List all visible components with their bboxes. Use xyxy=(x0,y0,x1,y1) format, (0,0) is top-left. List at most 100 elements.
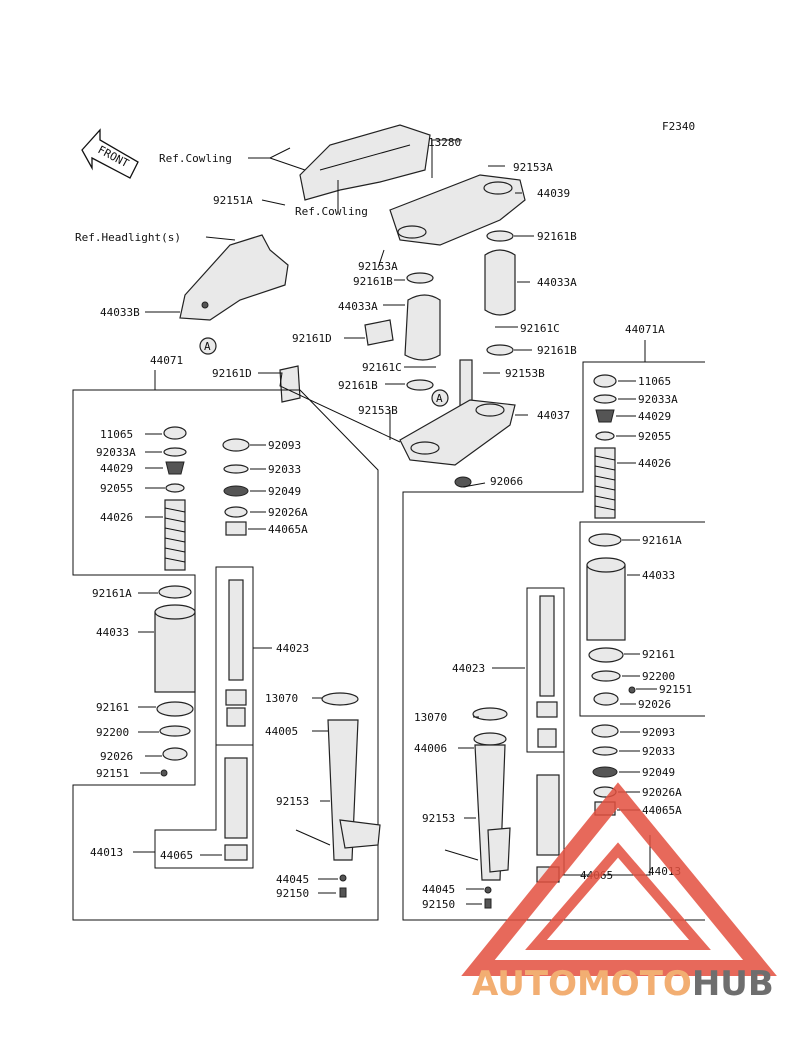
right-ring-92055 xyxy=(595,431,615,441)
right-leaders xyxy=(458,380,657,905)
callout-left-92161A: 92161A xyxy=(92,587,132,600)
left-inner-tube-44023 xyxy=(225,579,247,727)
fork-cover-44033A-left xyxy=(404,294,441,361)
callout-left-44033: 44033 xyxy=(96,626,129,639)
marker-a-label-2: A xyxy=(436,392,443,405)
callout-13280: 13280 xyxy=(428,136,461,149)
left-clamp-92026 xyxy=(162,747,188,761)
left-fork-boundary xyxy=(72,370,379,921)
callout-left-92026A: 92026A xyxy=(268,506,308,519)
left-screw-92151 xyxy=(160,769,168,777)
callout-92161B-1: 92161B xyxy=(537,230,577,243)
callout-44033A-right: 44033A xyxy=(537,276,577,289)
left-ring-92026A xyxy=(224,506,248,518)
pad-92161D-1 xyxy=(364,319,394,346)
callout-right-92200: 92200 xyxy=(642,670,675,683)
callout-left-92049: 92049 xyxy=(268,485,301,498)
callout-left-44029: 44029 xyxy=(100,462,133,475)
callout-92161B-2: 92161B xyxy=(353,275,393,288)
callout-ref-cowling-1: Ref.Cowling xyxy=(159,152,232,165)
watermark-text-part2: HUB xyxy=(692,964,774,1004)
left-bushing-44065 xyxy=(224,844,248,861)
callout-92066: 92066 xyxy=(490,475,523,488)
callout-92161D-2: 92161D xyxy=(212,367,252,380)
callout-right-44045: 44045 xyxy=(422,883,455,896)
left-lower-fork-44005 xyxy=(321,692,381,861)
callout-right-44026: 44026 xyxy=(638,457,671,470)
right-bolt-92153 xyxy=(444,849,479,861)
headlight-bracket-44033B xyxy=(179,234,289,321)
left-spring-44026 xyxy=(164,499,186,571)
callout-92153B-1: 92153B xyxy=(505,367,545,380)
left-seal-92093 xyxy=(222,438,250,452)
right-ring-92161A xyxy=(588,533,622,547)
callout-right-44006: 44006 xyxy=(414,742,447,755)
svg-text:AUTOMOTOHUB: AUTOMOTOHUB xyxy=(472,964,774,1004)
callout-92161B-4: 92161B xyxy=(338,379,378,392)
fork-cover-44033A-right xyxy=(484,249,516,316)
callout-92153B-2: 92153B xyxy=(358,404,398,417)
right-clamp-92026 xyxy=(593,692,619,706)
left-bolt-92150 xyxy=(339,887,347,898)
right-spring-44026 xyxy=(594,447,616,519)
left-washer-92049 xyxy=(223,485,249,497)
left-ring-92200 xyxy=(159,725,191,737)
right-washer-44045 xyxy=(484,886,492,894)
front-arrow-icon: FRONT xyxy=(81,128,139,179)
callout-right-92161A: 92161A xyxy=(642,534,682,547)
callout-right-13070: 13070 xyxy=(414,711,447,724)
callout-right-92093: 92093 xyxy=(642,726,675,739)
callout-right-92026: 92026 xyxy=(638,698,671,711)
callout-44033B: 44033B xyxy=(100,306,140,319)
watermark-logo: AUTOMOTOHUB xyxy=(461,782,777,1004)
right-ring-92200 xyxy=(591,670,621,682)
callout-left-92151: 92151 xyxy=(96,767,129,780)
callout-left-44005: 44005 xyxy=(265,725,298,738)
callout-right-92161: 92161 xyxy=(642,648,675,661)
figure-code: F2340 xyxy=(662,120,695,133)
right-ring-92161 xyxy=(588,647,624,663)
callout-left-44045: 44045 xyxy=(276,873,309,886)
right-screw-92151 xyxy=(628,686,636,694)
callout-92151A: 92151A xyxy=(213,194,253,207)
top-leaders xyxy=(145,139,534,488)
left-cap-stack xyxy=(163,426,187,493)
right-washer-92049 xyxy=(592,766,618,778)
ring-92161B-1 xyxy=(486,230,514,242)
left-ring-92161A xyxy=(158,585,192,599)
callout-left-44023: 44023 xyxy=(276,642,309,655)
pad-92161D-2 xyxy=(279,365,301,403)
callout-92161D-1: 92161D xyxy=(292,332,332,345)
callout-left-92153: 92153 xyxy=(276,795,309,808)
right-lower-fork-44006 xyxy=(472,707,511,881)
callout-44071: 44071 xyxy=(150,354,183,367)
callout-44037: 44037 xyxy=(537,409,570,422)
callout-left-44065: 44065 xyxy=(160,849,193,862)
callout-ref-cowling-2: Ref.Cowling xyxy=(295,205,368,218)
callout-92161C-1: 92161C xyxy=(520,322,560,335)
marker-a-label-1: A xyxy=(204,340,211,353)
callout-left-92161: 92161 xyxy=(96,701,129,714)
callout-right-92033A: 92033A xyxy=(638,393,678,406)
right-inner-tube-44023 xyxy=(536,595,558,748)
callout-92161B-3: 92161B xyxy=(537,344,577,357)
callout-right-92153: 92153 xyxy=(422,812,455,825)
left-leaders xyxy=(133,433,338,894)
callout-right-92055: 92055 xyxy=(638,430,671,443)
callout-left-92033A: 92033A xyxy=(96,446,136,459)
watermark-text-part1: AUTOMOTO xyxy=(472,964,692,1004)
callout-left-92200: 92200 xyxy=(96,726,129,739)
right-tube-44033 xyxy=(586,557,626,641)
ring-92161B-3 xyxy=(486,344,514,356)
ring-92161B-2 xyxy=(406,272,434,284)
callout-right-44023: 44023 xyxy=(452,662,485,675)
right-outer-tube-44013 xyxy=(536,774,560,856)
callout-left-92093: 92093 xyxy=(268,439,301,452)
callout-right-92033: 92033 xyxy=(642,745,675,758)
callout-right-44029: 44029 xyxy=(638,410,671,423)
callout-left-44065A: 44065A xyxy=(268,523,308,536)
callout-right-92026A: 92026A xyxy=(642,786,682,799)
left-tube-44033 xyxy=(154,604,196,693)
callout-left-92033: 92033 xyxy=(268,463,301,476)
